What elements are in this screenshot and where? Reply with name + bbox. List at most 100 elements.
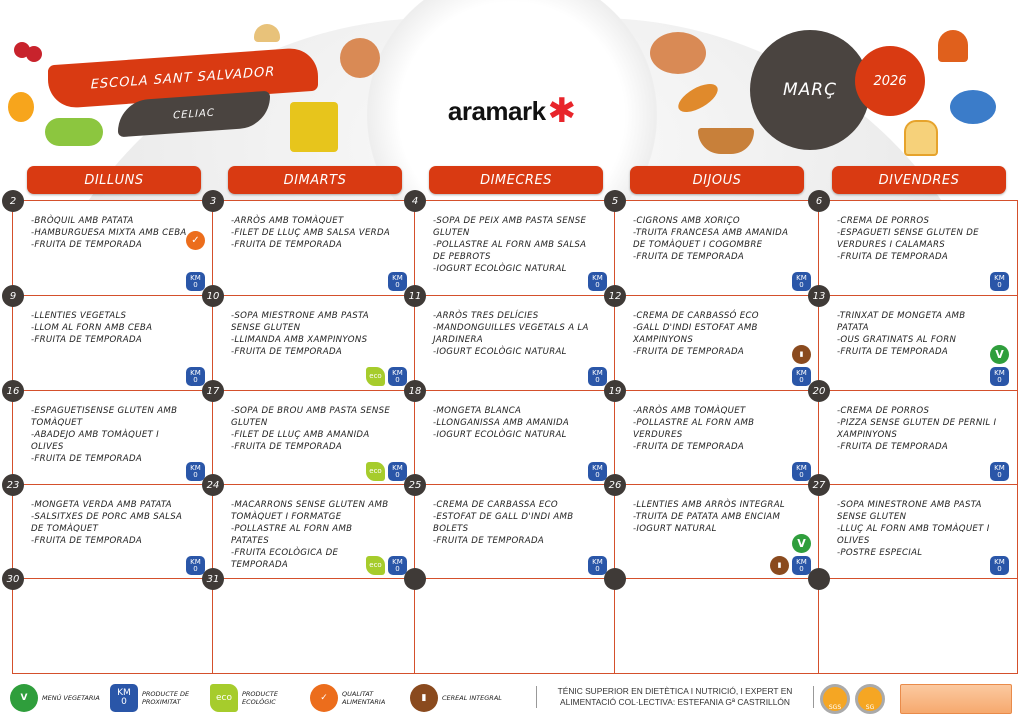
menu-item: -FRUITA ECOLÒGICA DE TEMPORADA <box>231 548 339 570</box>
menu-item: -CREMA DE CARBASSA ECO <box>433 500 558 510</box>
day-number: 31 <box>202 568 224 590</box>
menu-list: -CREMA DE PORROS-ESPAGUETI SENSE GLUTEN … <box>837 215 997 263</box>
menu-item: -FILET DE LLUÇ AMB AMANIDA <box>231 430 370 440</box>
legend-label: PRODUCTE ECOLÒGIC <box>242 690 278 706</box>
month-badge: MARÇ <box>750 30 870 150</box>
eco-badge-icon: eco <box>366 462 385 481</box>
day-header-tuesday: DIMARTS <box>228 166 402 194</box>
menu-item: -FRUITA DE TEMPORADA <box>633 442 745 452</box>
menu-item: -HAMBURGUESA MIXTA AMB CEBA <box>31 228 187 238</box>
year-label: 2026 <box>873 73 907 89</box>
day-cell <box>414 578 616 674</box>
menu-item: -FRUITA DE TEMPORADA <box>231 240 343 250</box>
menu-item: -IOGURT ECOLÒGIC NATURAL <box>433 264 567 274</box>
menu-list: -CREMA DE PORROS-PIZZA SENSE GLUTEN DE P… <box>837 405 997 453</box>
menu-item: -FRUITA DE TEMPORADA <box>31 536 143 546</box>
day-header-wednesday: DIMECRES <box>429 166 603 194</box>
cereal-badge-icon: ▮ <box>792 345 811 364</box>
km0-badge-icon: KM 0 <box>990 367 1009 386</box>
menu-item: -MONGETA VERDA AMB PATATA <box>31 500 172 510</box>
menu-item: -IOGURT ECOLÒGIC NATURAL <box>433 347 567 357</box>
cherry-icon <box>26 46 42 62</box>
menu-list: -LLENTIES VEGETALS-LLOM AL FORN AMB CEBA… <box>31 310 191 346</box>
cert-label: SGS <box>828 704 842 711</box>
menu-item: -SOPA MIESTRONE AMB PASTA SENSE GLUTEN <box>231 311 369 333</box>
menu-item: -FRUITA DE TEMPORADA <box>433 536 545 546</box>
day-header-thursday: DIJOUS <box>630 166 804 194</box>
day-cell: -MONGETA VERDA AMB PATATA -SALSITXES DE P… <box>12 484 214 582</box>
km0-badge-icon: KM 0 <box>110 684 138 712</box>
day-cell: -SOPA MINESTRONE AMB PASTA SENSE GLUTEN -… <box>818 484 1018 582</box>
day-number: 30 <box>2 568 24 590</box>
menu-list: -BRÒQUIL AMB PATATA-HAMBURGUESA MIXTA AM… <box>31 215 191 251</box>
day-number: 24 <box>202 474 224 496</box>
apple-icon <box>8 92 34 122</box>
day-cell: -LLENTIES VEGETALS-LLOM AL FORN AMB CEBA… <box>12 295 214 393</box>
day-number: 16 <box>2 380 24 402</box>
km0-badge-icon: KM 0 <box>792 272 811 291</box>
legend-item-cereal: ▮CEREAL INTEGRAL <box>410 684 504 712</box>
day-cell: -SOPA DE BROU AMB PASTA SENSE GLUTEN-FIL… <box>212 390 416 488</box>
menu-item: -SOPA MINESTRONE AMB PASTA SENSE GLUTEN <box>837 500 982 522</box>
menu-item: -ESPAGUETI SENSE GLUTEN DE VERDURES I CA… <box>837 228 979 250</box>
cert-label: SG <box>865 704 875 711</box>
legend-label: QUALITAT ALIMENTARIA <box>342 690 386 706</box>
day-cell: -CREMA DE CARBASSA ECO-ESTOFAT DE GALL D… <box>414 484 616 582</box>
menu-item: -FRUITA DE TEMPORADA <box>231 442 343 452</box>
menu-item: -FILET DE LLUÇ AMB SALSA VERDA <box>231 228 391 238</box>
km0-badge-icon: KM 0 <box>990 272 1009 291</box>
menu-item: -MACARRONS SENSE GLUTEN AMB TOMÀQUET I F… <box>231 500 389 522</box>
day-number: 11 <box>404 285 426 307</box>
menu-item: -SALSITXES DE PORC AMB SALSA DE TOMÀQUET <box>31 512 183 534</box>
legend-label: PRODUCTE DE PROXIMITAT <box>142 690 190 706</box>
eco-badge-icon: eco <box>366 367 385 386</box>
menu-list: -ARRÒS AMB TOMÀQUET-FILET DE LLUÇ AMB SA… <box>231 215 391 251</box>
km0-badge-icon: KM 0 <box>792 556 811 575</box>
day-cell: -MONGETA BLANCA-LLONGANISSA AMB AMANIDA-… <box>414 390 616 488</box>
menu-item: -FRUITA DE TEMPORADA <box>31 240 143 250</box>
menu-item: -POSTRE ESPECIAL <box>837 548 923 558</box>
cereal-badge-icon: ▮ <box>770 556 789 575</box>
menu-item: -FRUITA DE TEMPORADA <box>837 252 949 262</box>
day-cell: -LLENTIES AMB ARRÒS INTEGRAL-TRUITA DE P… <box>614 484 820 582</box>
km0-badge-icon: KM 0 <box>588 367 607 386</box>
menu-item: -MONGETA BLANCA <box>433 406 522 416</box>
km0-badge-icon: KM 0 <box>388 462 407 481</box>
day-number: 27 <box>808 474 830 496</box>
menu-item: -LLENTIES AMB ARRÒS INTEGRAL <box>633 500 785 510</box>
menu-item: -FRUITA DE TEMPORADA <box>633 252 745 262</box>
menu-item: -PIZZA SENSE GLUTEN DE PERNIL I XAMPINYO… <box>837 418 997 440</box>
day-number: 6 <box>808 190 830 212</box>
day-number: 20 <box>808 380 830 402</box>
badge-group: KM 0 <box>588 556 607 575</box>
badge-group: KM 0 <box>588 367 607 386</box>
menu-list: -ARRÒS AMB TOMÀQUET-POLLASTRE AL FORN AM… <box>633 405 793 453</box>
eco-badge-icon: eco <box>210 684 238 712</box>
quality-badge-icon: ✓ <box>186 231 205 250</box>
day-cell: -ARRÒS TRES DELÍCIES-MANDONGUILLES VEGET… <box>414 295 616 393</box>
badge-group: V▮KM 0 <box>770 534 811 575</box>
menu-item: -OUS GRATINATS AL FORN <box>837 335 957 345</box>
day-number <box>808 568 830 590</box>
day-number: 2 <box>2 190 24 212</box>
badge-group: KM 0 <box>186 367 205 386</box>
menu-item: -POLLASTRE AL FORN AMB SALSA DE PEBROTS <box>433 240 587 262</box>
day-header-monday: DILLUNS <box>27 166 201 194</box>
menu-list: -ARRÒS TRES DELÍCIES-MANDONGUILLES VEGET… <box>433 310 593 358</box>
badge-group: ✓KM 0 <box>186 231 205 291</box>
day-cell: -SOPA DE PEIX AMB PASTA SENSE GLUTEN-POL… <box>414 200 616 298</box>
menu-item: -FRUITA DE TEMPORADA <box>837 442 949 452</box>
menu-list: -ESPAGUETISENSE GLUTEN AMB TOMÀQUET-ABAD… <box>31 405 191 465</box>
km0-badge-icon: KM 0 <box>990 462 1009 481</box>
sgs-certification-badge: SGS <box>820 684 850 714</box>
menu-item: -TRUITA FRANCESA AMB AMANIDA DE TOMÀQUET… <box>633 228 789 250</box>
km0-badge-icon: KM 0 <box>588 272 607 291</box>
badge-group: KM 0 <box>388 272 407 291</box>
menu-list: -MACARRONS SENSE GLUTEN AMB TOMÀQUET I F… <box>231 499 391 571</box>
menu-item: -POLLASTRE AL FORN AMB PATATES <box>231 524 353 546</box>
menu-item: -CIGRONS AMB XORIÇO <box>633 216 740 226</box>
menu-list: -MONGETA VERDA AMB PATATA -SALSITXES DE P… <box>31 499 191 547</box>
